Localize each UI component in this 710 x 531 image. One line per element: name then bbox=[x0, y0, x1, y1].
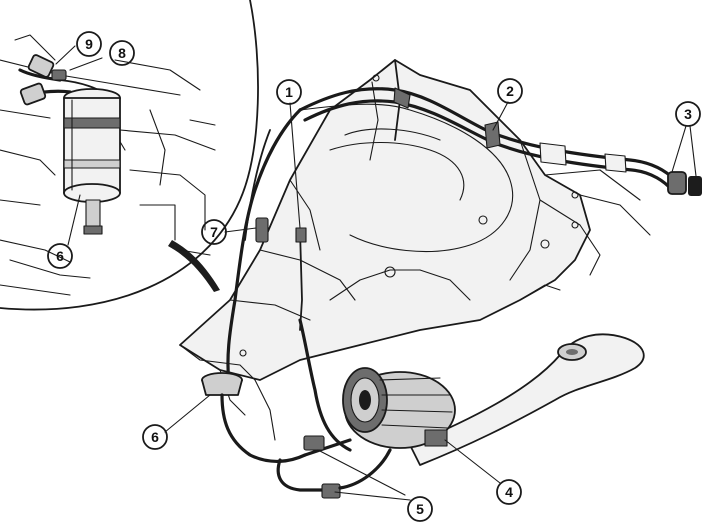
svg-text:8: 8 bbox=[118, 45, 126, 61]
callout-9: 9 bbox=[76, 31, 102, 57]
inset-detail bbox=[0, 0, 259, 311]
svg-text:7: 7 bbox=[210, 224, 218, 240]
callout-8: 8 bbox=[109, 40, 135, 66]
inset-leaders bbox=[55, 45, 103, 246]
callout-6-main: 6 bbox=[142, 424, 168, 450]
callouts: 9 8 6 1 2 3 7 6 bbox=[47, 31, 701, 522]
inset-fittings bbox=[19, 54, 67, 106]
main-drawing bbox=[164, 59, 702, 501]
svg-text:6: 6 bbox=[151, 429, 159, 445]
callout-2: 2 bbox=[497, 78, 523, 104]
svg-text:4: 4 bbox=[505, 484, 513, 500]
svg-text:9: 9 bbox=[85, 36, 93, 52]
refrigerant-hoses bbox=[201, 87, 702, 499]
callout-1: 1 bbox=[276, 79, 302, 105]
inset-boundary bbox=[0, 0, 259, 311]
callout-7: 7 bbox=[201, 219, 227, 245]
inset-receiver-drier bbox=[63, 88, 121, 235]
inset-body-structure bbox=[0, 34, 216, 296]
main-leaders bbox=[164, 101, 697, 501]
svg-text:3: 3 bbox=[684, 106, 692, 122]
compressor bbox=[342, 367, 456, 449]
callout-5: 5 bbox=[407, 496, 433, 522]
inset-pointer bbox=[168, 240, 220, 292]
control-arm bbox=[409, 333, 645, 466]
callout-6-inset: 6 bbox=[47, 243, 73, 269]
callout-3: 3 bbox=[675, 101, 701, 127]
svg-text:2: 2 bbox=[506, 83, 514, 99]
svg-text:1: 1 bbox=[285, 84, 293, 100]
callout-4: 4 bbox=[496, 479, 522, 505]
svg-text:5: 5 bbox=[416, 501, 424, 517]
svg-text:6: 6 bbox=[56, 248, 64, 264]
